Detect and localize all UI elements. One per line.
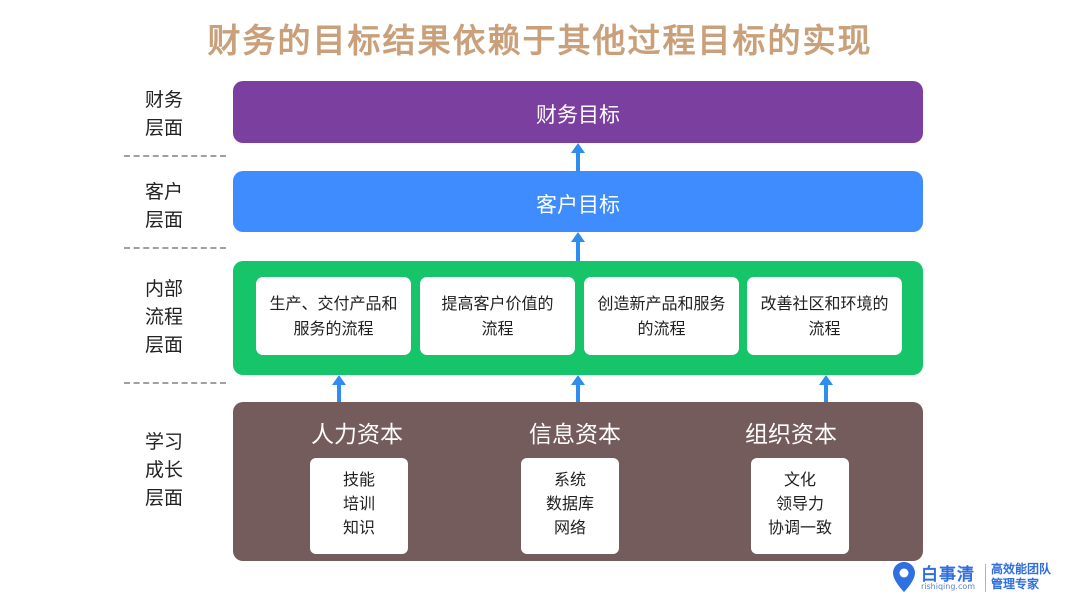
capital-title-organization: 组织资本 xyxy=(745,422,837,448)
layer-divider xyxy=(124,247,226,249)
layer-label-learning: 学习 成长 层面 xyxy=(144,431,183,509)
location-pin-icon xyxy=(893,562,915,596)
brand-slogan: 高效能团队 管理专家 xyxy=(991,562,1052,591)
capital-title-information: 信息资本 xyxy=(529,422,621,448)
learning-growth-band: 人力资本 信息资本 组织资本 技能 培训 知识 系统 数据库 网络 文化 领导力… xyxy=(233,402,923,561)
customer-goal-band: 客户目标 xyxy=(233,171,923,232)
brand-logo: 白事清 rishiqing.com 高效能团队 管理专家 xyxy=(893,560,1073,600)
internal-process-band: 生产、交付产品和 服务的流程 提高客户价值的 流程 创造新产品和服务 的流程 改… xyxy=(233,261,923,375)
brand-divider xyxy=(985,564,986,592)
capital-items-organization: 文化 领导力 协调一致 xyxy=(751,458,849,554)
financial-goal-band: 财务目标 xyxy=(233,81,923,143)
capital-title-human: 人力资本 xyxy=(311,422,403,448)
capital-items-information: 系统 数据库 网络 xyxy=(521,458,619,554)
arrow-up-icon xyxy=(571,143,585,171)
arrow-up-icon xyxy=(571,232,585,261)
layer-divider xyxy=(124,382,226,384)
arrow-up-icon xyxy=(332,375,346,402)
process-card: 生产、交付产品和 服务的流程 xyxy=(256,277,411,355)
financial-goal-label: 财务目标 xyxy=(536,103,620,127)
brand-name: 白事清 xyxy=(921,565,975,585)
layer-label-customer: 客户 层面 xyxy=(144,181,183,231)
process-card: 创造新产品和服务 的流程 xyxy=(584,277,739,355)
arrow-up-icon xyxy=(819,375,833,402)
brand-url: rishiqing.com xyxy=(921,582,976,591)
process-card: 提高客户价值的 流程 xyxy=(420,277,575,355)
layer-divider xyxy=(124,155,226,157)
arrow-up-icon xyxy=(571,375,585,402)
layer-label-financial: 财务 层面 xyxy=(144,89,183,139)
process-card: 改善社区和环境的 流程 xyxy=(747,277,902,355)
page-title: 财务的目标结果依赖于其他过程目标的实现 xyxy=(207,21,873,60)
layer-label-internal: 内部 流程 层面 xyxy=(144,278,183,356)
capital-items-human: 技能 培训 知识 xyxy=(310,458,408,554)
customer-goal-label: 客户目标 xyxy=(536,193,620,217)
